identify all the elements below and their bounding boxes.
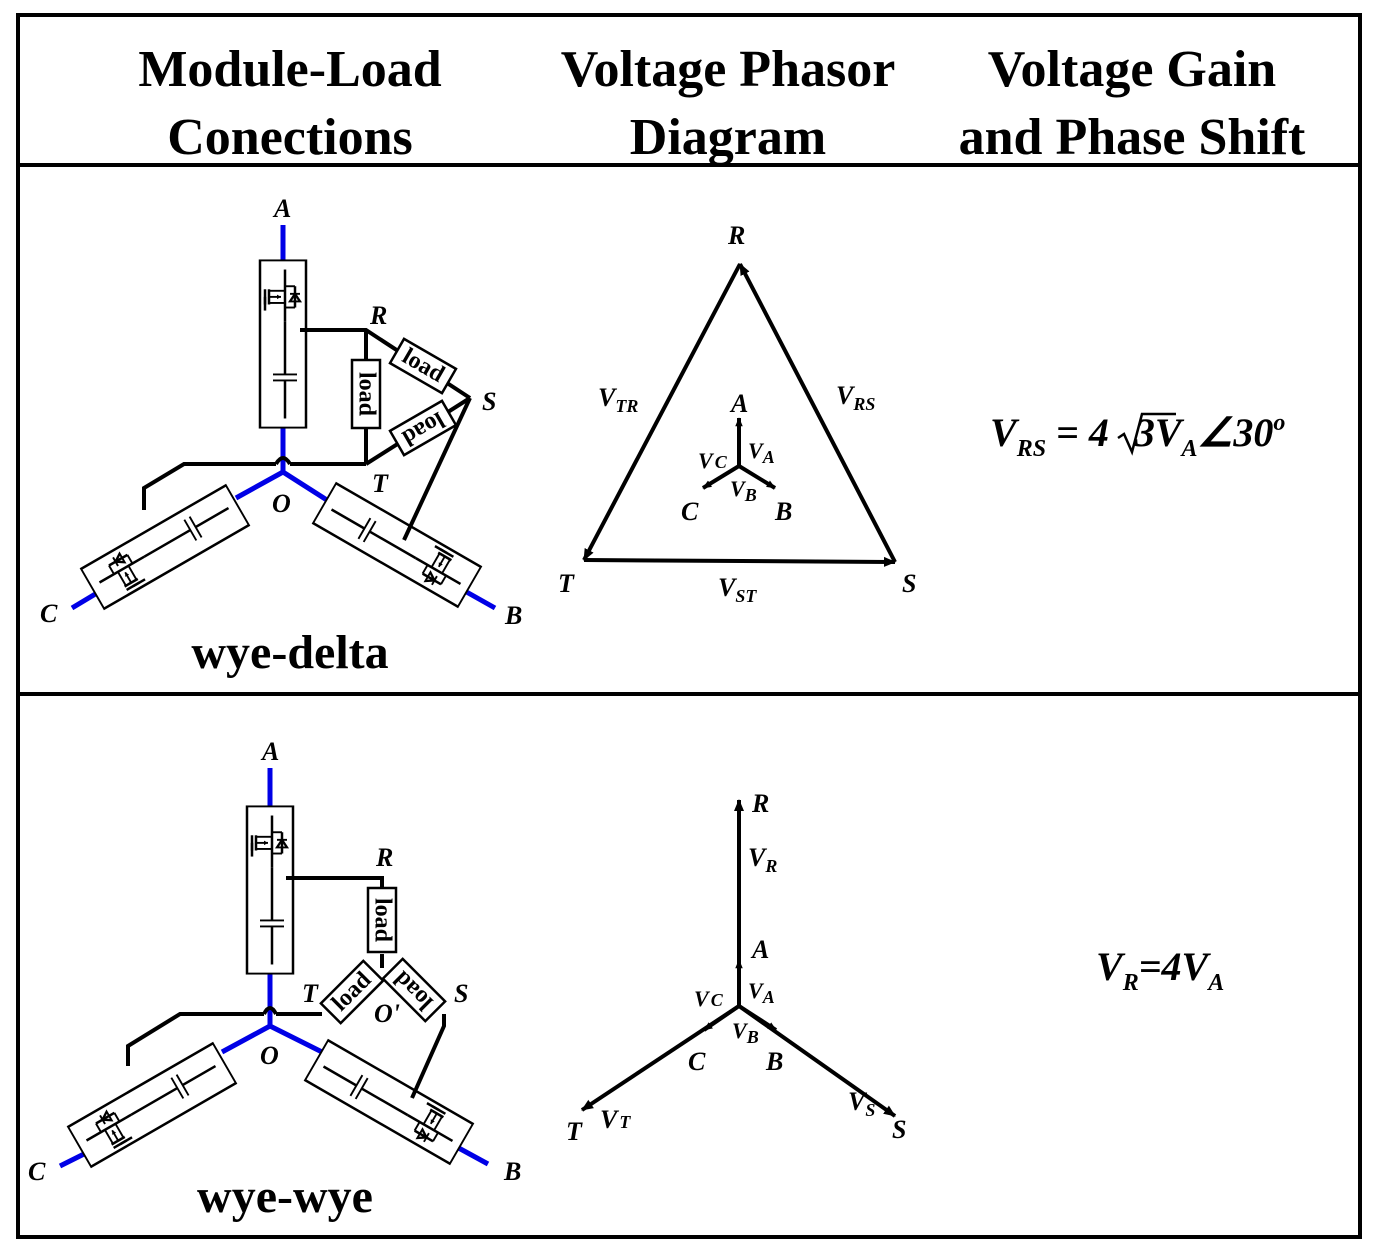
svg-text:VRS: VRS	[836, 381, 875, 414]
header-col1-line2: Conections	[167, 109, 413, 166]
row2-phasor-c: C	[688, 1047, 706, 1076]
row1-circuit: load load load A R S T O C B wye-delta	[40, 194, 522, 679]
phasor-v-b	[737, 464, 777, 490]
module-a	[258, 259, 308, 429]
svg-text:VA: VA	[748, 438, 775, 467]
row1-phasor-r: R	[727, 221, 745, 250]
row2-node-b: B	[503, 1157, 521, 1186]
row1-node-a: A	[272, 194, 291, 223]
svg-text:VR=4VA: VR=4VA	[1096, 944, 1224, 996]
svg-text:VTR: VTR	[598, 383, 638, 416]
row2-phasor-r: R	[751, 789, 769, 818]
row2-node-a: A	[260, 737, 279, 766]
phasor-v-rs	[738, 263, 897, 563]
svg-text:load: load	[353, 372, 379, 417]
module-b2	[303, 1039, 475, 1165]
svg-text:VC: VC	[694, 986, 724, 1011]
row2-circuit: load load load A R S T O' O C B wye-wye	[28, 737, 521, 1223]
row1-load-rs: load	[388, 337, 458, 395]
phasor-v-c	[701, 464, 741, 490]
row1-node-r: R	[369, 301, 387, 330]
header-col3-line2: and Phase Shift	[959, 109, 1306, 166]
header-col3-line1: Voltage Gain	[988, 41, 1277, 98]
row2-caption: wye-wye	[197, 1170, 373, 1223]
table-grid	[16, 13, 1362, 1239]
svg-text:VB: VB	[732, 1018, 759, 1047]
row2-phasor-t: T	[566, 1117, 583, 1146]
header-col2-line1: Voltage Phasor	[561, 41, 896, 98]
row1-node-t: T	[372, 469, 389, 498]
row1-node-o: O	[272, 489, 291, 518]
row1-node-b: B	[504, 601, 522, 630]
row1-node-s: S	[482, 387, 496, 416]
svg-text:VS: VS	[848, 1087, 875, 1120]
row1-phasor-a: A	[729, 389, 748, 418]
svg-text:load: load	[369, 898, 395, 943]
row2-node-r: R	[375, 843, 393, 872]
svg-text:VB: VB	[730, 476, 757, 505]
row2-node-o-prime: O'	[374, 999, 400, 1028]
phasor-v-st	[583, 556, 896, 567]
header-col1-line1: Module-Load	[138, 41, 441, 98]
svg-text:VR: VR	[748, 843, 777, 876]
module-c	[79, 484, 251, 610]
module-c2	[66, 1042, 238, 1168]
row1-load-rt: load	[350, 358, 382, 430]
svg-text:VA: VA	[748, 978, 775, 1007]
row1-phasor-c: C	[681, 497, 699, 526]
svg-text:VC: VC	[698, 448, 728, 473]
svg-text:VT: VT	[600, 1105, 631, 1134]
header-col2-line2: Diagram	[630, 109, 826, 166]
row1-phasor-b: B	[774, 497, 792, 526]
row2-load-r: load	[366, 886, 398, 954]
phasor-v-c2	[702, 1004, 741, 1032]
table-header: Module-Load Conections Voltage Phasor Di…	[138, 41, 1306, 166]
row2-node-s: S	[454, 979, 468, 1008]
row2-equation: VR=4VA	[1096, 944, 1224, 996]
row1-phasor-t: T	[558, 569, 575, 598]
phasor-v-b2	[737, 1004, 778, 1032]
phasor-v-tr	[582, 263, 742, 561]
sqrt-icon	[1117, 412, 1176, 456]
row1-node-c: C	[40, 599, 58, 628]
module-b	[311, 482, 483, 608]
row2-phasor-b: B	[765, 1047, 783, 1076]
module-a2	[245, 805, 295, 975]
row2-phasor-s: S	[892, 1115, 906, 1144]
row2-node-c: C	[28, 1157, 46, 1186]
row2-node-t: T	[302, 979, 319, 1008]
row1-caption: wye-delta	[191, 626, 388, 679]
row2-node-o: O	[260, 1041, 279, 1070]
row2-phasor-a: A	[750, 935, 769, 964]
svg-text:VST: VST	[718, 573, 757, 606]
row1-phasor-s: S	[902, 569, 916, 598]
